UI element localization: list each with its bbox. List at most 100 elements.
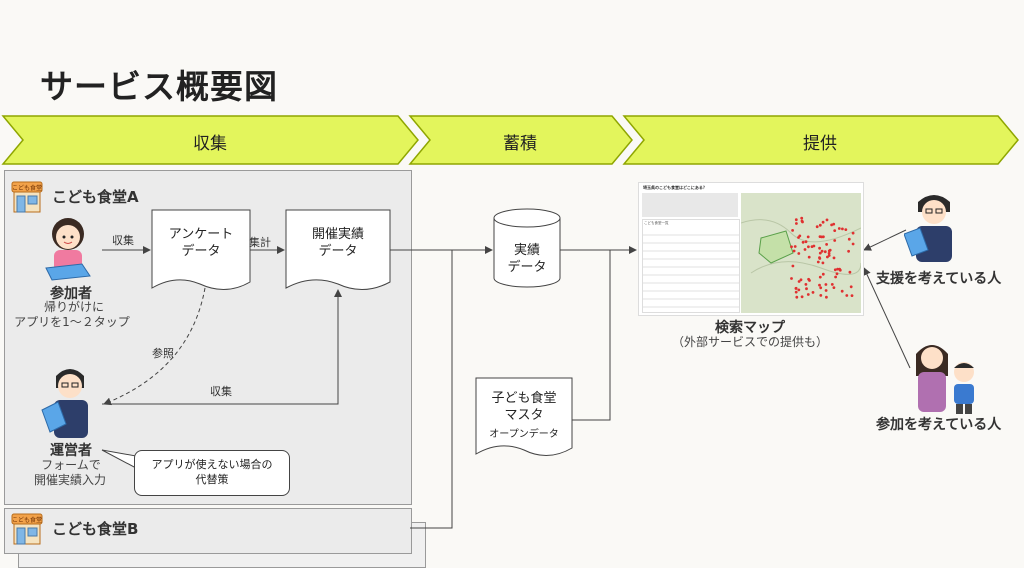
arrow-label-aggregate: 集計 — [249, 236, 271, 249]
map-marker — [837, 227, 841, 230]
map-marker — [836, 267, 839, 271]
map-marker — [810, 245, 814, 248]
operator-desc-2: 開催実績入力 — [33, 473, 106, 487]
survey-doc-line-2: データ — [181, 244, 221, 259]
map-marker — [833, 239, 837, 242]
callout-line-2: 代替策 — [195, 473, 229, 486]
map-marker — [818, 251, 822, 255]
map-marker — [804, 283, 808, 286]
search-map-list-rows — [643, 234, 739, 308]
search-map-screen-header: 埼玉県のこども食堂はどこにある？ — [643, 185, 707, 190]
map-marker — [821, 272, 825, 276]
map-marker — [832, 256, 836, 260]
map-marker — [847, 237, 851, 241]
map-marker — [840, 289, 844, 293]
map-marker — [798, 234, 802, 238]
master-doc-line-3: オープンデータ — [489, 429, 559, 440]
master-doc-shape — [475, 377, 573, 456]
map-marker — [800, 216, 804, 220]
map-marker — [847, 249, 850, 253]
map-marker — [806, 235, 810, 239]
map-marker — [804, 240, 808, 244]
search-map-screenshot: 埼玉県のこども食堂はどこにある？ こども食堂一覧 — [638, 182, 864, 316]
participant-desc-1: 帰りがけに — [43, 300, 104, 314]
master-doc-line-2: マスタ — [504, 408, 544, 423]
map-marker — [807, 245, 810, 249]
map-marker — [830, 223, 833, 227]
map-marker — [794, 218, 798, 222]
search-map-list-panel: こども食堂一覧 — [642, 219, 740, 313]
map-marker — [790, 277, 793, 280]
map-marker — [797, 280, 801, 283]
map-marker — [794, 290, 798, 294]
operator-icon — [41, 369, 88, 438]
map-marker — [800, 295, 804, 299]
map-marker — [819, 286, 823, 290]
map-marker — [832, 286, 836, 289]
master-doc-line-1: 子ども食堂 — [491, 391, 557, 406]
search-map-label: 検索マップ — [715, 320, 785, 336]
map-marker — [818, 256, 821, 260]
map-marker — [793, 245, 797, 248]
map-marker — [828, 248, 832, 252]
map-marker — [835, 272, 839, 276]
stage-collect-chevron — [1, 115, 419, 165]
map-marker — [818, 283, 821, 287]
page-title: サービス概要図 — [40, 67, 278, 106]
map-marker — [820, 249, 824, 253]
supporter-label: 支援を考えている人 — [876, 271, 1002, 287]
map-marker — [795, 222, 798, 225]
map-marker — [794, 287, 798, 290]
stage-banner — [1, 115, 1019, 165]
search-map-sublabel: （外部サービスでの提供も） — [671, 335, 828, 349]
map-marker — [825, 295, 828, 299]
stage-provide-chevron — [622, 115, 1019, 165]
shop-a-store-icon: こども食堂 — [11, 181, 43, 213]
map-marker — [811, 291, 815, 294]
shop-b-store-icon: こども食堂 — [11, 513, 43, 545]
stage-store-chevron — [408, 115, 633, 165]
map-marker — [827, 251, 831, 255]
map-marker — [792, 249, 796, 253]
callout-line-1: アプリが使えない場合の — [151, 458, 273, 471]
callout-box: アプリが使えない場合の 代替策 — [134, 450, 290, 496]
shop-a-name: こども食堂A — [52, 188, 139, 206]
map-marker — [816, 260, 820, 264]
map-marker — [851, 242, 855, 246]
supporter-icon — [904, 195, 952, 262]
map-marker — [800, 219, 804, 223]
map-marker — [818, 246, 821, 250]
map-marker — [833, 229, 837, 232]
map-marker — [845, 294, 849, 297]
shop-a-sign: こども食堂 — [12, 184, 42, 192]
map-marker — [799, 278, 803, 282]
survey-doc-line-1: アンケート — [168, 227, 234, 242]
map-marker — [850, 294, 854, 297]
prospect-family-icon — [916, 345, 974, 414]
db-cylinder-shape — [493, 218, 561, 288]
map-marker — [821, 220, 825, 224]
participant-desc-2: アプリを1～２タップ — [14, 315, 130, 329]
map-marker — [821, 261, 825, 265]
map-marker — [819, 294, 823, 297]
operator-desc-1: フォームで — [41, 458, 101, 472]
map-marker — [797, 288, 801, 292]
db-line-1: 実績 — [513, 243, 540, 258]
map-marker — [827, 254, 831, 257]
map-marker — [803, 248, 807, 251]
record-doc-shape — [285, 209, 391, 290]
map-marker — [823, 250, 827, 254]
stage-label-provide: 提供 — [803, 134, 837, 154]
search-map-map-area — [741, 193, 861, 313]
map-marker — [824, 289, 828, 292]
participant-girl-icon — [45, 218, 91, 281]
map-marker — [832, 222, 836, 226]
operator-name: 運営者 — [50, 443, 92, 459]
map-marker — [838, 267, 841, 271]
map-marker — [818, 275, 822, 279]
map-marker — [851, 231, 855, 235]
map-marker — [824, 283, 828, 286]
survey-doc-shape — [151, 209, 251, 290]
map-marker — [805, 287, 808, 291]
arrow-label-reference: 参照 — [152, 347, 174, 360]
